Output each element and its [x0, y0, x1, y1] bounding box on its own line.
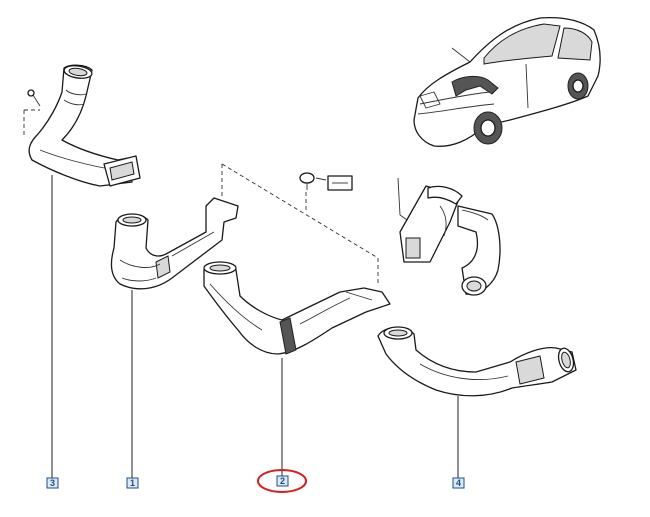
part-2-air-duct[interactable] [203, 261, 391, 476]
part-3-air-duct[interactable] [23, 64, 141, 478]
clip-icon [299, 172, 353, 191]
screw-icon [27, 89, 41, 107]
label-part-2[interactable]: 2 [276, 475, 289, 487]
part-4-air-duct[interactable] [377, 326, 577, 478]
svg-text:4: 4 [456, 478, 461, 488]
label-part-4[interactable]: 4 [452, 477, 465, 489]
highlight-ring [257, 469, 307, 493]
label-part-3[interactable]: 3 [46, 477, 59, 489]
side-vent-ducts[interactable] [397, 177, 501, 296]
highlighted-ducting-in-car [451, 75, 499, 97]
car-illustration [413, 16, 601, 147]
locator-lines [221, 163, 379, 286]
svg-text:2: 2 [280, 476, 285, 486]
part-1-air-duct[interactable] [110, 197, 239, 478]
svg-text:1: 1 [130, 478, 135, 488]
svg-text:3: 3 [50, 478, 55, 488]
label-part-1[interactable]: 1 [126, 477, 139, 489]
